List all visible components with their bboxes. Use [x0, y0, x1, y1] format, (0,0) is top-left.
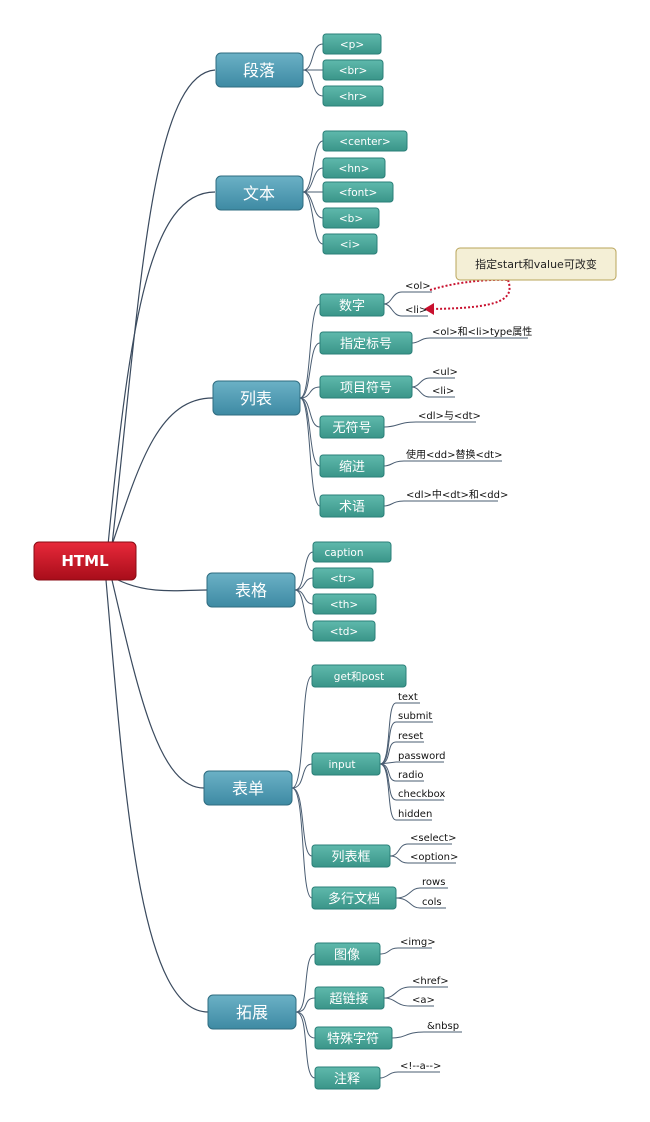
svg-text:<hr>: <hr>	[339, 91, 368, 103]
svg-text:注释: 注释	[334, 1072, 360, 1087]
svg-text:术语: 术语	[339, 500, 365, 515]
leaf-label: <img>	[400, 937, 436, 948]
topic-label: 拓展	[236, 1003, 268, 1022]
leaf-label: rows	[422, 877, 445, 888]
svg-text:<th>: <th>	[330, 599, 358, 611]
subtopic-indent[interactable]: 缩进	[319, 454, 385, 478]
root-node[interactable]: HTML	[33, 541, 137, 581]
leaf-label: password	[398, 751, 445, 762]
topic-label: 段落	[243, 61, 275, 80]
subtopic-hr[interactable]: <hr>	[322, 85, 384, 107]
svg-text:数字: 数字	[339, 299, 365, 314]
root-label: HTML	[61, 552, 109, 570]
topic-table[interactable]: 表格	[206, 572, 296, 608]
topic-form[interactable]: 表单	[203, 770, 293, 806]
leaf-label: <ol>	[405, 281, 431, 292]
leaf-label: <dl>中<dt>和<dd>	[406, 488, 508, 501]
leaf-label: <li>	[432, 386, 454, 397]
subtopic-caption[interactable]: caption	[312, 541, 392, 563]
svg-text:get和post: get和post	[334, 671, 384, 683]
topic-extension[interactable]: 拓展	[207, 994, 297, 1030]
leaf-label: <href>	[412, 976, 449, 987]
callout: 指定start和value可改变	[424, 247, 617, 315]
subtopic-hyperlink[interactable]: 超链接	[314, 986, 385, 1010]
leaf-label: submit	[398, 711, 432, 722]
svg-text:<font>: <font>	[339, 187, 378, 199]
callout-box	[455, 247, 617, 281]
leaf-label: &nbsp	[427, 1021, 459, 1032]
subtopic-center[interactable]: <center>	[322, 130, 408, 152]
topic-paragraph[interactable]: 段落	[215, 52, 304, 88]
leaf-label: <option>	[410, 852, 458, 863]
svg-text:超链接: 超链接	[329, 991, 368, 1007]
subtopic-hn[interactable]: <hn>	[322, 157, 386, 179]
leaf-label: <dl>与<dt>	[418, 410, 481, 422]
topic-label: 文本	[243, 184, 275, 203]
subtopic-get-post[interactable]: get和post	[311, 664, 407, 688]
topic-label: 表格	[235, 581, 267, 600]
topic-label: 列表	[240, 389, 272, 408]
subtopic-specified-marker[interactable]: 指定标号	[319, 331, 413, 355]
leaf-label: <select>	[410, 833, 456, 844]
leaf-label: text	[398, 692, 418, 703]
leaf-label: <a>	[412, 995, 435, 1006]
leaf-label: <ul>	[432, 367, 458, 378]
topic-list[interactable]: 列表	[212, 380, 301, 416]
leaf-label: checkbox	[398, 789, 445, 800]
leaf-label: reset	[398, 731, 423, 742]
svg-text:无符号: 无符号	[332, 420, 371, 436]
callout-arrow-icon	[424, 303, 434, 315]
subtopic-textarea[interactable]: 多行文档	[311, 886, 397, 910]
leaf-label: hidden	[398, 809, 432, 820]
callout-text: 指定start和value可改变	[475, 257, 597, 271]
subtopic-bullet[interactable]: 项目符号	[319, 375, 413, 399]
leaf-label: <!--a-->	[400, 1061, 441, 1072]
svg-text:caption: caption	[325, 547, 364, 559]
subtopic-comment[interactable]: 注释	[314, 1066, 381, 1090]
subtopic-td[interactable]: <td>	[312, 620, 376, 642]
svg-text:<i>: <i>	[340, 239, 361, 251]
subtopic-special-chars[interactable]: 特殊字符	[314, 1026, 393, 1050]
leaf-label: <li>	[405, 305, 427, 316]
subtopic-select-box[interactable]: 列表框	[311, 844, 391, 868]
subtopic-input[interactable]: input	[311, 752, 381, 776]
subtopic-no-marker[interactable]: 无符号	[319, 415, 385, 439]
subtopic-p[interactable]: <p>	[322, 33, 382, 55]
svg-text:缩进: 缩进	[339, 459, 365, 475]
subtopic-th[interactable]: <th>	[312, 593, 377, 615]
svg-text:<tr>: <tr>	[330, 573, 356, 585]
svg-text:<b>: <b>	[339, 213, 363, 225]
subtopic-tr[interactable]: <tr>	[312, 567, 374, 589]
subtopic-term[interactable]: 术语	[319, 494, 385, 518]
svg-text:<td>: <td>	[330, 626, 358, 638]
svg-text:<hn>: <hn>	[339, 163, 370, 175]
svg-text:多行文档: 多行文档	[328, 891, 380, 907]
svg-text:图像: 图像	[334, 948, 360, 963]
subtopic-image[interactable]: 图像	[314, 942, 381, 966]
leaf-label: <ol>和<li>type属性	[432, 325, 532, 338]
subtopic-font[interactable]: <font>	[322, 181, 394, 203]
subtopic-b[interactable]: <b>	[322, 207, 380, 229]
leaf-label: radio	[398, 770, 423, 781]
svg-text:列表框: 列表框	[331, 850, 370, 865]
subtopic-numbered[interactable]: 数字	[319, 293, 385, 317]
svg-text:指定标号: 指定标号	[340, 337, 392, 352]
topic-label: 表单	[232, 779, 264, 798]
svg-text:特殊字符: 特殊字符	[327, 1031, 379, 1047]
svg-text:项目符号: 项目符号	[340, 380, 392, 396]
svg-text:input: input	[328, 759, 355, 771]
leaf-label: cols	[422, 897, 442, 908]
subtopic-i[interactable]: <i>	[322, 233, 378, 255]
svg-text:<p>: <p>	[340, 39, 364, 51]
svg-text:<br>: <br>	[339, 65, 368, 77]
leaf-label: 使用<dd>替换<dt>	[406, 448, 502, 461]
svg-text:<center>: <center>	[339, 136, 390, 148]
topic-text[interactable]: 文本	[215, 175, 304, 211]
subtopic-br[interactable]: <br>	[322, 59, 384, 81]
